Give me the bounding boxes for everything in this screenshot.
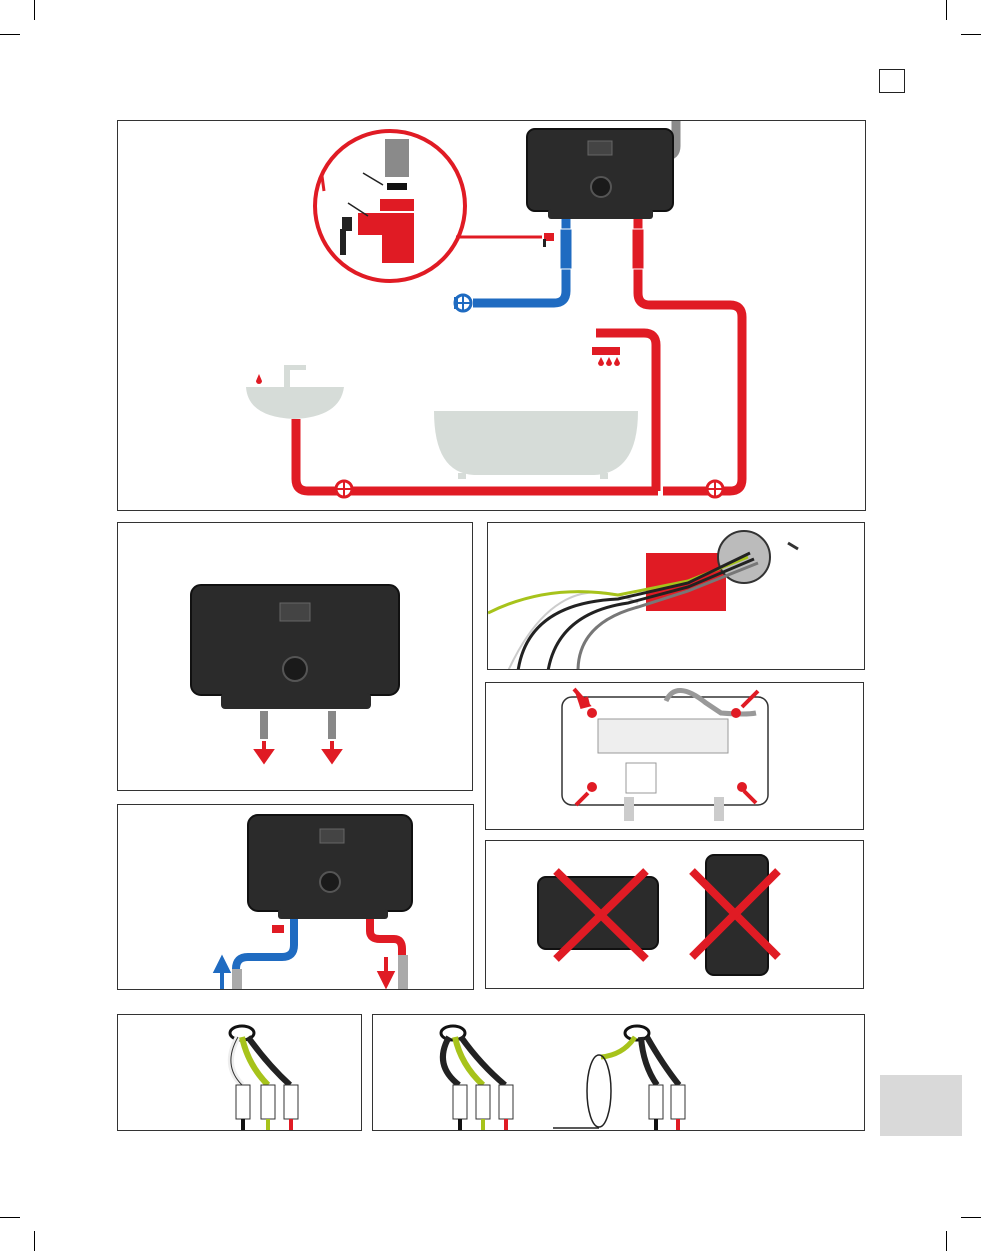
crop-mark	[34, 1231, 35, 1251]
crop-mark	[0, 34, 20, 35]
language-box	[879, 69, 905, 93]
cable-entry-panel	[487, 522, 865, 670]
terminal-block	[261, 1085, 275, 1119]
screw-icon	[260, 711, 268, 739]
bathtub	[434, 411, 638, 475]
crop-mark	[961, 34, 981, 35]
sink	[246, 387, 344, 419]
plumbing-diagram	[118, 121, 866, 511]
mounting-panel	[117, 522, 473, 791]
plumbing-diagram-panel	[117, 120, 866, 511]
cover-screws-panel	[485, 682, 864, 830]
crop-mark	[946, 0, 947, 20]
shower-head	[592, 347, 620, 355]
wiring-panel-2	[372, 1014, 865, 1131]
terminal-block	[236, 1085, 250, 1119]
wiring-panel-1	[117, 1014, 362, 1131]
crop-mark	[34, 0, 35, 20]
crop-mark	[946, 1231, 947, 1251]
terminal-block	[284, 1085, 298, 1119]
crop-mark	[961, 1217, 981, 1218]
side-tab	[880, 1075, 962, 1136]
screw-icon	[328, 711, 336, 739]
crop-mark	[0, 1217, 20, 1218]
connection-panel	[117, 804, 474, 990]
wrong-orientation-panel	[485, 840, 864, 989]
